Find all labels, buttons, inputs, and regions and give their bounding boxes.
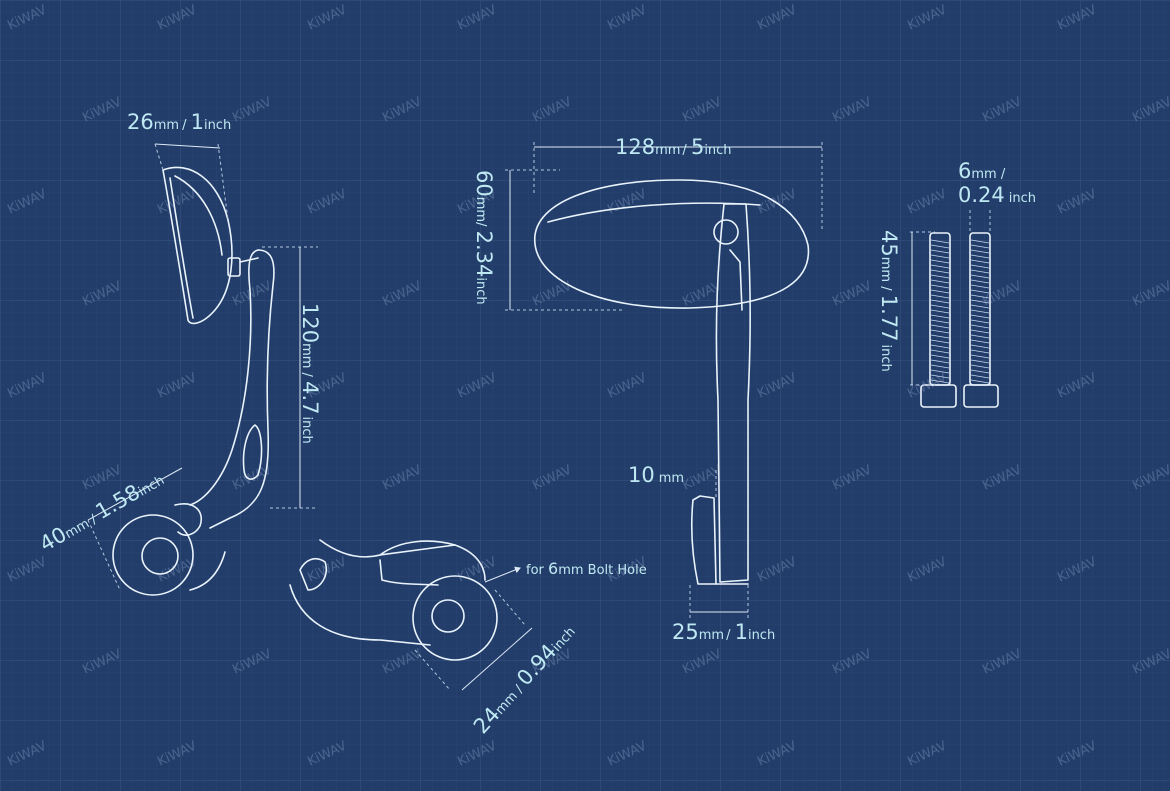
side-view-drawing bbox=[87, 143, 318, 596]
base-width-label: 25mm/ 1inch bbox=[672, 620, 775, 644]
front-view-drawing bbox=[505, 142, 823, 618]
bolt-hole-note: for 6mm Bolt Hole bbox=[526, 559, 647, 578]
side-height-label: 120mm / 4.7inch bbox=[298, 303, 322, 444]
bolt-length-label: 45mm / 1.77inch bbox=[877, 230, 901, 372]
clamp-detail-drawing bbox=[289, 539, 533, 691]
side-top-width-label: 26mm/ 1inch bbox=[127, 110, 231, 134]
bolt-diameter-label-line1: 6mm / bbox=[958, 159, 1006, 183]
mirror-height-label: 60mm/ 2.34inch bbox=[472, 170, 496, 305]
mirror-width-label: 128mm/ 5inch bbox=[615, 135, 732, 159]
bolts-drawing bbox=[910, 210, 999, 408]
